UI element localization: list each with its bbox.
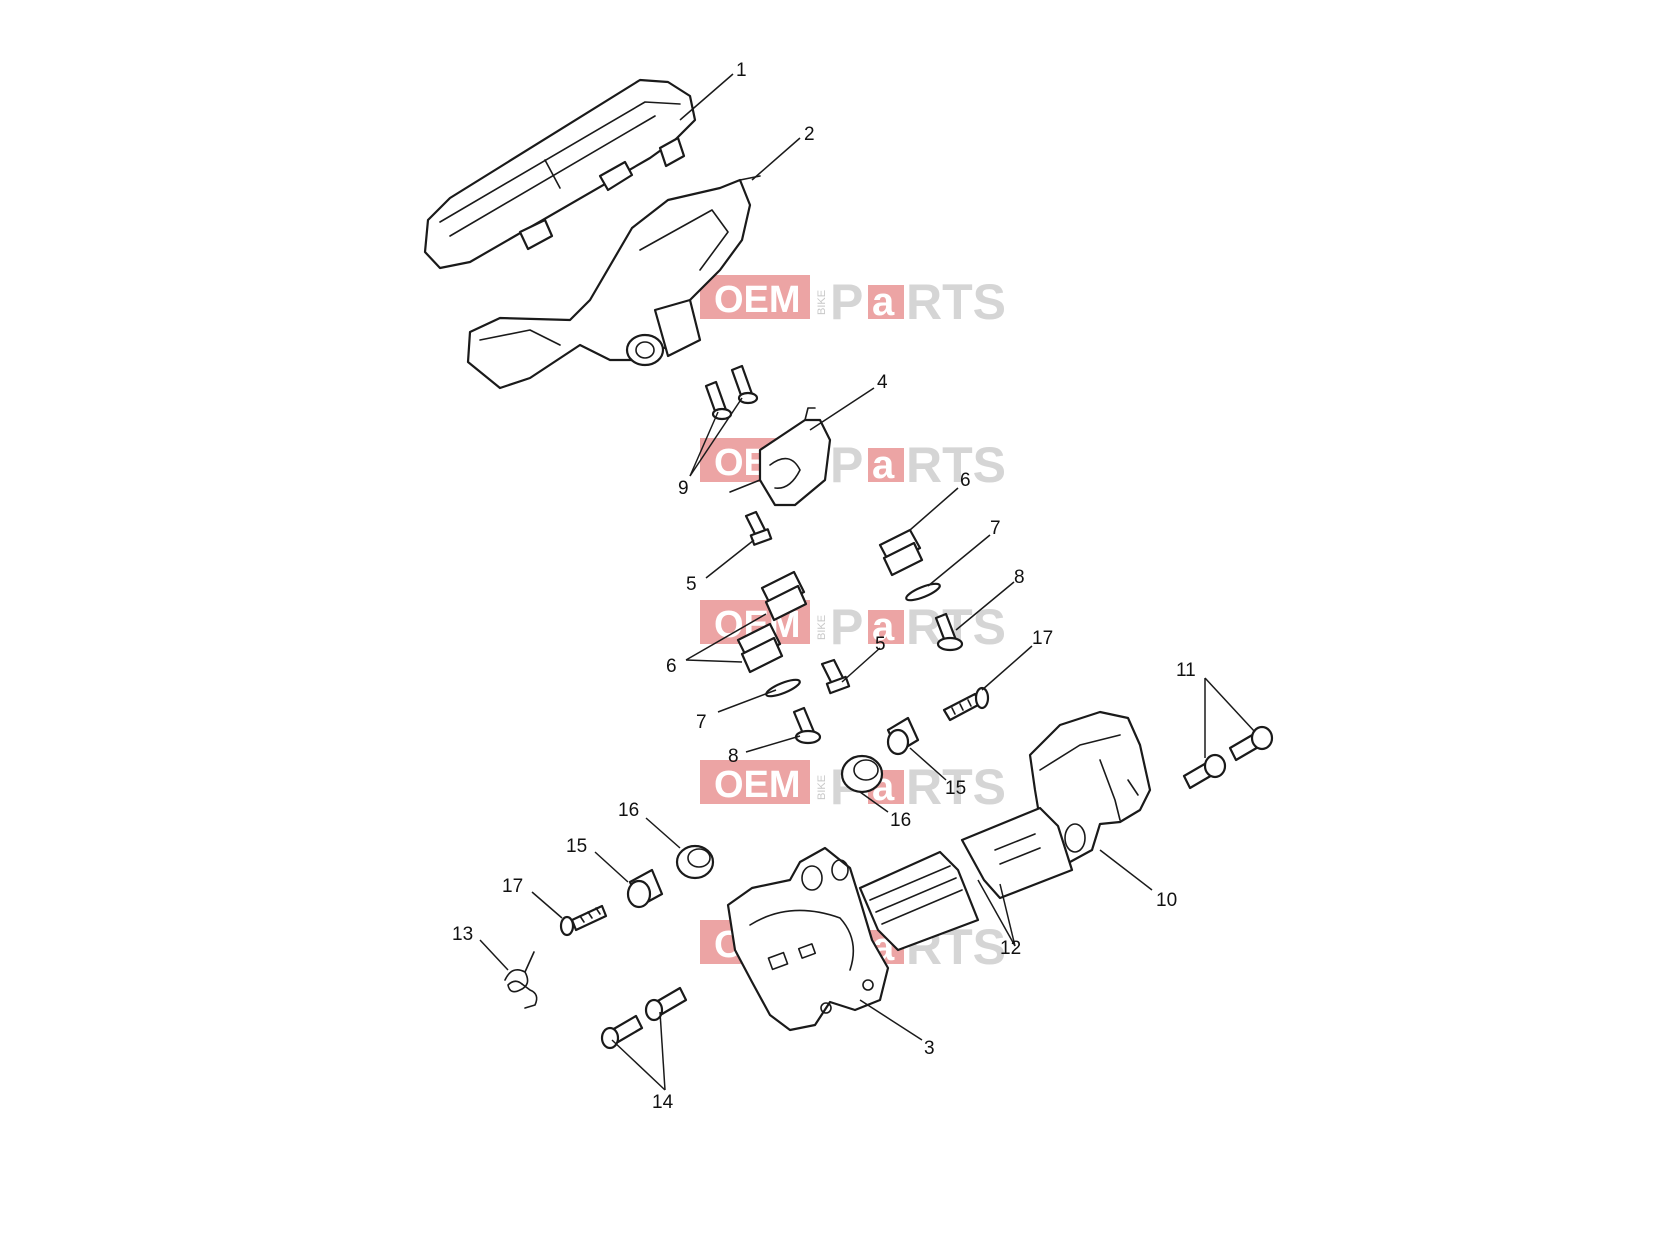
- svg-text:RTS: RTS: [906, 759, 1006, 815]
- part-instrument-display: [423, 78, 697, 270]
- part-mounting-bracket: [466, 175, 761, 390]
- callout-8b: 8: [728, 746, 739, 767]
- part-bolts-9: [704, 364, 759, 421]
- svg-text:P: P: [830, 599, 863, 655]
- svg-text:a: a: [872, 443, 895, 487]
- callout-3: 3: [924, 1038, 935, 1059]
- callout-9: 9: [678, 478, 689, 499]
- part-bush-6a: [878, 528, 924, 577]
- part-washer-7b: [765, 678, 801, 698]
- part-bolt-14b: [644, 986, 688, 1022]
- callout-8a: 8: [1014, 567, 1025, 588]
- part-bolt-11a: [1182, 753, 1227, 790]
- part-lower-clamp: [726, 846, 890, 1032]
- part-screw-17a: [942, 686, 990, 722]
- callout-17b: 17: [502, 876, 523, 897]
- part-spacer-15a: [886, 716, 920, 756]
- callout-15b: 15: [566, 836, 587, 857]
- svg-text:BIKE: BIKE: [816, 615, 828, 640]
- leader-lines: [479, 73, 1256, 1091]
- svg-text:P: P: [830, 274, 863, 330]
- part-spring-clip: [504, 951, 538, 1009]
- callout-16a: 16: [890, 810, 911, 831]
- part-bush-16b: [675, 844, 715, 880]
- svg-text:P: P: [830, 437, 863, 493]
- part-screw-17b: [559, 904, 608, 937]
- svg-text:RTS: RTS: [906, 437, 1006, 493]
- callout-10: 10: [1156, 890, 1177, 911]
- part-small-bracket: [729, 407, 832, 507]
- callout-5a: 5: [686, 574, 697, 595]
- callout-5b: 5: [875, 634, 886, 655]
- svg-text:BIKE: BIKE: [816, 775, 828, 800]
- callout-16b: 16: [618, 800, 639, 821]
- svg-text:a: a: [872, 605, 895, 649]
- callout-4: 4: [877, 372, 888, 393]
- part-bolt-8a: [934, 612, 964, 652]
- callout-13: 13: [452, 924, 473, 945]
- svg-text:OEM: OEM: [714, 279, 801, 321]
- callout-1: 1: [736, 60, 747, 81]
- part-washer-7a: [905, 582, 941, 602]
- part-bush-6c: [736, 622, 784, 674]
- part-bush-6b: [760, 570, 808, 622]
- part-upper-clamp: [1028, 710, 1152, 864]
- callout-7b: 7: [696, 712, 707, 733]
- callout-15a: 15: [945, 778, 966, 799]
- part-bush-16a: [840, 754, 884, 794]
- part-bolt-8b: [792, 706, 822, 745]
- part-screw-5a: [744, 510, 773, 546]
- callout-6a: 6: [960, 470, 971, 491]
- callout-14: 14: [652, 1092, 674, 1113]
- callout-2: 2: [804, 124, 815, 145]
- part-screw-5b: [820, 658, 851, 695]
- callout-12: 12: [1000, 938, 1021, 959]
- watermark-4: OEM BIKE P a RTS: [700, 759, 1006, 815]
- part-bolt-14a: [600, 1014, 644, 1050]
- callout-labels: 1 2 4 9 6 7 5 8 5 17 11 6 7 8 15 16 16 1…: [452, 60, 1196, 1113]
- part-sleeve-12: [858, 806, 1074, 952]
- svg-text:RTS: RTS: [906, 274, 1006, 330]
- svg-text:OEM: OEM: [714, 764, 801, 806]
- callout-7a: 7: [990, 518, 1001, 539]
- part-bolt-11b: [1228, 725, 1274, 762]
- svg-text:BIKE: BIKE: [816, 290, 828, 315]
- watermark-1: OEM BIKE P a RTS: [700, 274, 1006, 330]
- part-spacer-15b: [626, 868, 664, 909]
- svg-text:a: a: [872, 280, 895, 324]
- callout-6b: 6: [666, 656, 677, 677]
- callout-17a: 17: [1032, 628, 1053, 649]
- callout-11: 11: [1176, 660, 1196, 681]
